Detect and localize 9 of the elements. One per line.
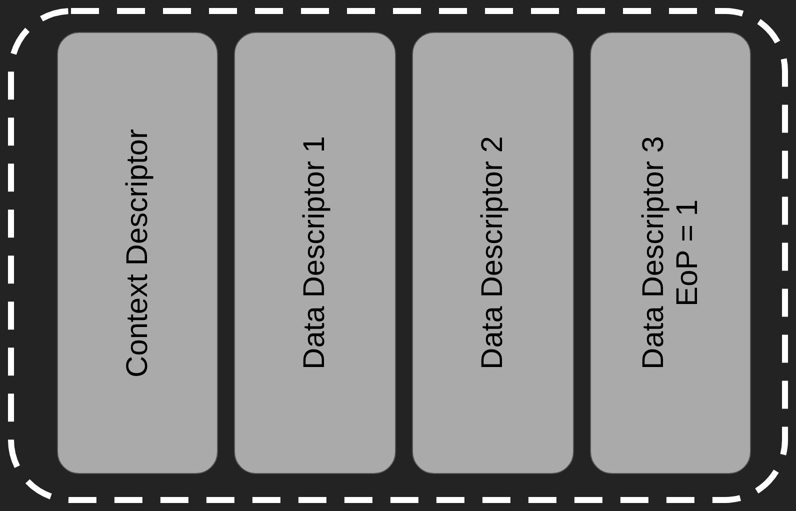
descriptor-label: Data Descriptor 1 [298,136,332,370]
descriptor-label: Data Descriptor 3 [636,136,670,370]
descriptor-label: EoP = 1 [670,199,704,307]
descriptor-box [57,32,218,474]
descriptor-label: Context Descriptor [120,128,154,378]
descriptor-box [590,32,751,474]
descriptor-box [234,32,396,474]
descriptor-box [412,32,574,474]
descriptor-label: Data Descriptor 2 [476,136,510,370]
